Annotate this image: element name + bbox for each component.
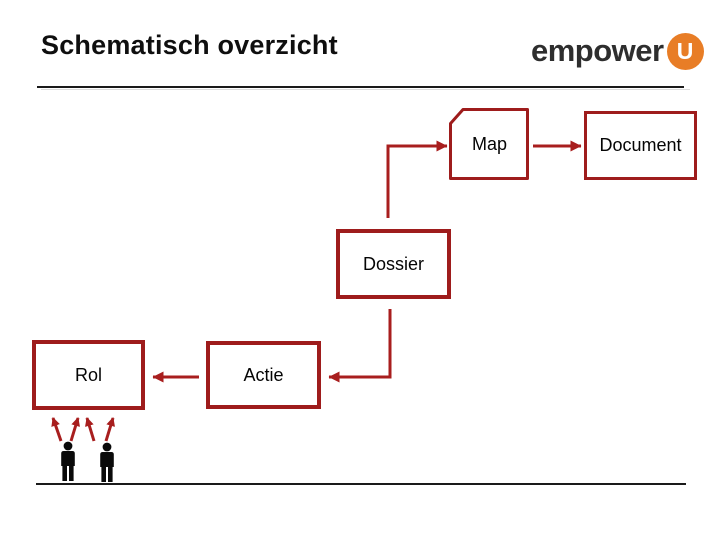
slide-title: Schematisch overzicht [41,30,338,60]
node-dossier-label: Dossier [362,253,424,274]
node-actie: Actie [206,341,321,409]
logo: empower U [531,32,704,70]
person-arrow [69,417,80,442]
person-icon [100,442,114,482]
node-dossier: Dossier [336,229,451,299]
person-arrow [104,417,115,442]
logo-badge-icon: U [666,32,704,70]
node-rol: Rol [32,340,145,410]
node-document: Document [584,111,697,180]
connector-dossier-actie [328,309,392,383]
person-icon [61,441,75,481]
logo-badge-letter: U [676,37,694,64]
node-map-shape [449,108,529,180]
header-divider-shadow [41,89,690,90]
person-arrow [51,417,63,442]
person-arrow [85,417,96,442]
node-document-label: Document [599,135,682,155]
node-map-label: Map [471,133,507,154]
connector-dossier-map [386,140,448,218]
node-actie-label: Actie [243,364,284,385]
header-divider [37,86,684,88]
footer-divider [36,483,686,485]
node-rol-label: Rol [74,364,102,385]
logo-wordmark: empower [531,33,664,68]
